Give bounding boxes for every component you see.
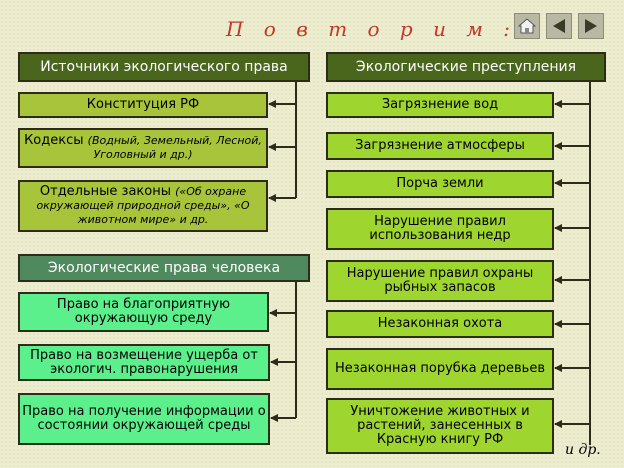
right-favorable-environment: Право на благоприятную окружающую среду [18,292,269,332]
right-damage-compensation: Право на возмещение ущерба от экологич. … [18,344,270,381]
source-laws-label: Отдельные законы [39,184,171,199]
source-constitution: Конституция РФ [18,92,268,118]
home-icon [518,18,536,34]
crime-air-pollution: Загрязнение атмосферы [326,132,554,160]
source-laws-sub: («Об охране окружающей природной среды»,… [36,185,250,226]
home-button[interactable] [514,13,540,39]
source-codes: Кодексы (Водный, Земельный, Лесной, Угол… [18,128,268,168]
source-codes-sub: (Водный, Земельный, Лесной, Уголовный и … [87,134,262,161]
and-others-note: и др. [565,442,601,458]
triangle-right-icon [585,19,597,33]
rights-header: Экологические права человека [18,254,310,282]
source-laws: Отдельные законы («Об охране окружающей … [18,180,268,232]
crime-fish-stocks: Нарушение правил охраны рыбных запасов [326,260,554,302]
forward-button[interactable] [578,13,604,39]
sources-header: Источники экологического права [18,52,310,82]
page-title: П о в т о р и м : [226,17,517,41]
back-button[interactable] [546,13,572,39]
crime-illegal-logging: Незаконная порубка деревьев [326,348,554,390]
right-information: Право на получение информации о состояни… [18,393,270,445]
crime-red-book-destruction: Уничтожение животных и растений, занесен… [326,398,554,454]
crime-subsoil-rules: Нарушение правил использования недр [326,208,554,250]
source-codes-label: Кодексы [24,133,84,148]
crime-water-pollution: Загрязнение вод [326,92,554,118]
crime-land-damage: Порча земли [326,170,554,198]
crime-illegal-hunting: Незаконная охота [326,310,554,338]
crimes-header: Экологические преступления [326,52,606,82]
source-constitution-label: Конституция РФ [86,97,200,112]
triangle-left-icon [553,19,565,33]
